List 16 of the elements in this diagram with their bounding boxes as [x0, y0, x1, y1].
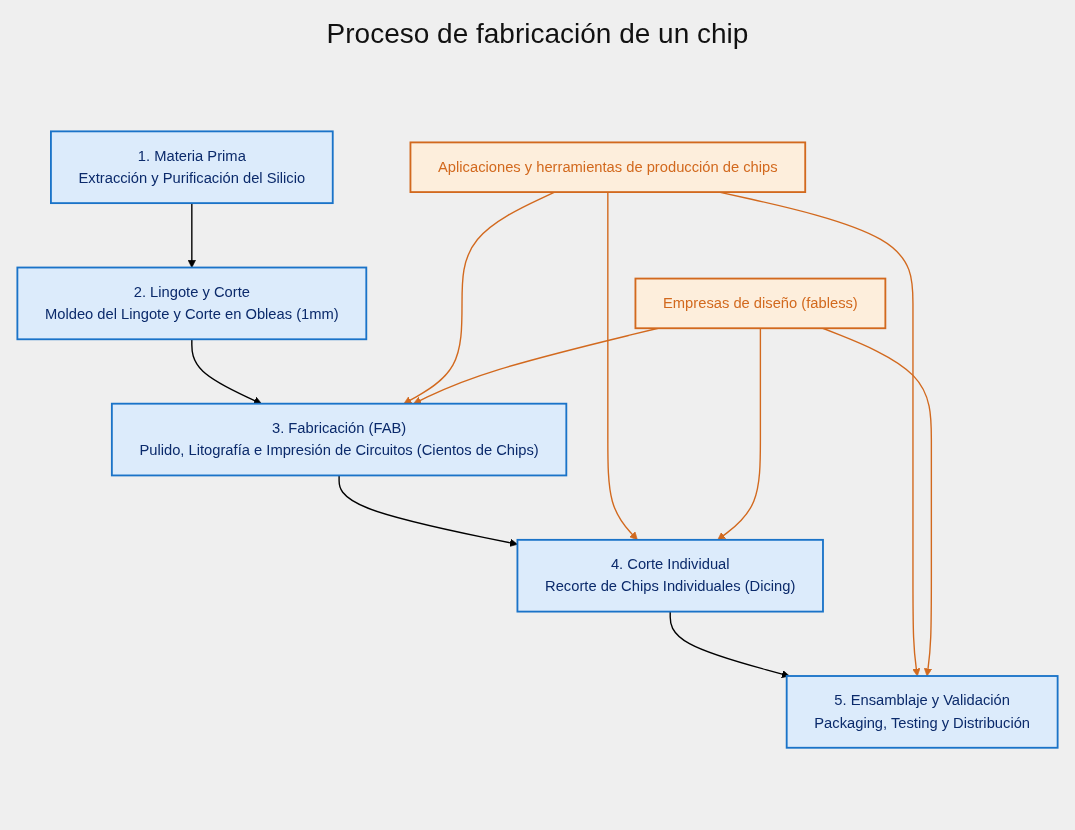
arrow: [822, 328, 933, 677]
node-box: Empresas de diseño (fabless): [634, 278, 887, 330]
node-box: Aplicaciones y herramientas de producción de chips: [409, 141, 807, 194]
arrow: [191, 339, 262, 405]
arrow: [718, 191, 921, 677]
arrow: [717, 328, 762, 541]
node-box: 3. Fabricación (FAB) Pulido, Litografía e Impresión de Circuitos (Cientos de Chips): [110, 403, 568, 477]
diagram-title: Proceso de fabricación de un chip: [326, 18, 749, 50]
arrow: [338, 475, 518, 548]
arrow: [669, 611, 790, 679]
arrow: [607, 191, 638, 541]
node-box: 5. Ensamblaje y Validación Packaging, Testing y Distribución: [785, 675, 1059, 750]
arrow: [187, 202, 196, 269]
node-box: 1. Materia Prima Extracción y Purificación del Silicio: [50, 130, 334, 205]
node-box: 2. Lingote y Corte Moldeo del Lingote y Corte en Obleas (1mm): [16, 267, 368, 341]
node-box: 4. Corte Individual Recorte de Chips Individuales (Dicing): [516, 539, 824, 613]
